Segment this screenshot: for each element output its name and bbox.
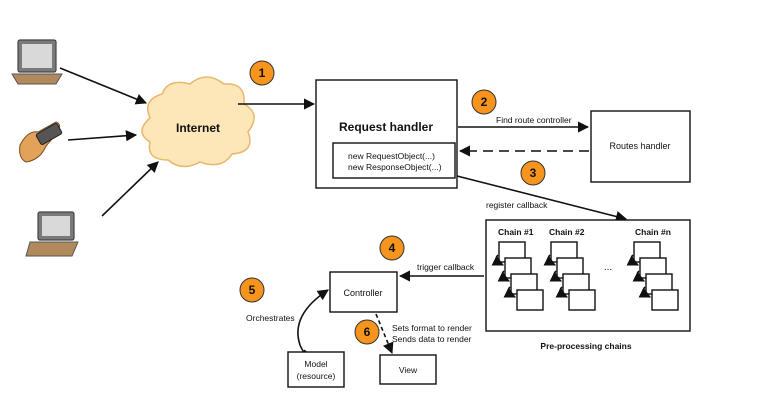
controller-box: Controller [329,271,398,313]
edge-laptop-to-internet [59,67,148,105]
laptop-icon [11,39,63,85]
routes-handler-label: Routes handler [609,141,670,151]
orchestrates-label: Orchestrates [246,313,295,323]
response-object-label: new ResponseObject(...) [348,162,442,172]
step-badge-4: 4 [379,235,405,261]
step-badge-2: 2 [471,89,497,115]
chain-n-label: Chain #n [635,227,671,237]
svg-text:3: 3 [530,166,537,180]
edge-phone-to-internet [67,130,138,142]
controller-label: Controller [343,288,382,298]
trigger-callback-label: trigger callback [417,262,475,272]
edge-register-callback [456,175,628,222]
view-label: View [399,365,418,375]
view-box: View [379,354,437,385]
chain-2-step [568,289,596,311]
internet-label: Internet [176,121,220,135]
chains-ellipsis: ... [604,262,612,273]
find-route-controller-label: Find route controller [496,115,572,125]
sends-data-label: Sends data to render [392,334,472,344]
step-badge-6: 6 [354,319,380,345]
chain-n-step [651,289,679,311]
svg-text:1: 1 [259,66,266,80]
request-handler-label: Request handler [339,120,433,134]
edge-orchestrates [297,289,329,360]
register-callback-label: register callback [486,200,548,210]
model-box: Model (resource) [287,351,345,388]
svg-text:6: 6 [364,325,371,339]
laptop-open-icon [25,211,79,257]
step-badge-1: 1 [249,60,275,86]
chain-1-label: Chain #1 [498,227,534,237]
preprocessing-chains-box: Chain #1 Chain #2 Chain #n ... [485,219,691,332]
chain-1-step [516,289,544,311]
internet-cloud: Internet [141,76,255,168]
svg-text:5: 5 [249,283,256,297]
model-label: Model [304,359,327,369]
request-object-label: new RequestObject(...) [348,151,435,161]
routes-handler-box: Routes handler [590,110,691,183]
edge-controller-to-view [375,313,394,355]
svg-text:2: 2 [481,95,488,109]
sets-format-label: Sets format to render [392,323,472,333]
request-handler-box: Request handler new RequestObject(...) n… [315,79,458,189]
step-badge-5: 5 [239,277,265,303]
step-badge-3: 3 [520,160,546,186]
svg-text:4: 4 [389,241,396,255]
chains-caption: Pre-processing chains [540,341,631,351]
chain-2-label: Chain #2 [549,227,585,237]
phone-hand-icon [19,121,63,163]
model-sublabel: (resource) [297,371,336,381]
edge-laptop2-to-internet [101,161,159,217]
